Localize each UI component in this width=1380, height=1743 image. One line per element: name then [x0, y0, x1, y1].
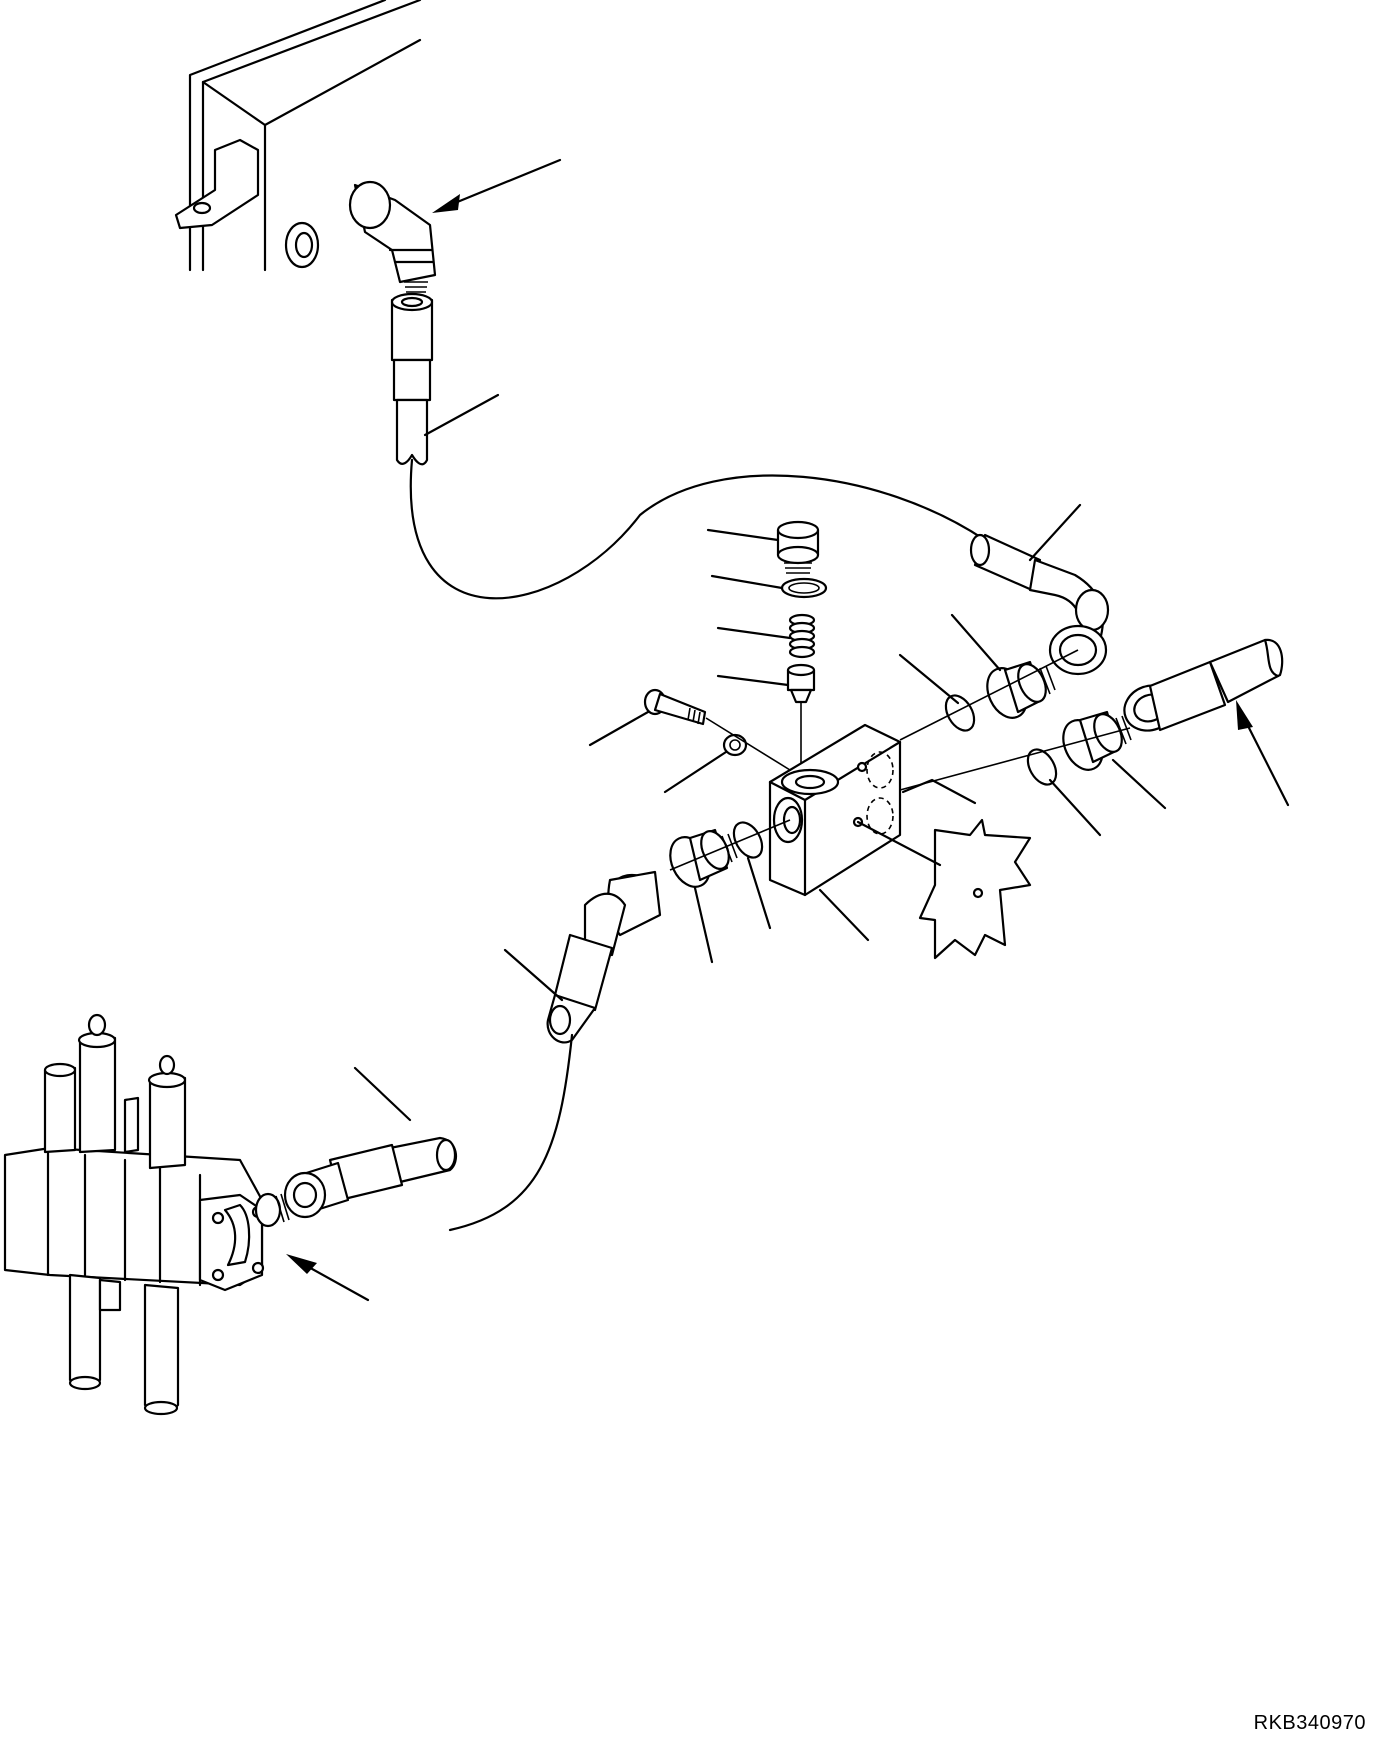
leader-line-spring — [716, 626, 792, 640]
leader-line-washer — [663, 750, 728, 794]
spring — [788, 613, 816, 659]
leader-arrow-tank — [448, 158, 562, 207]
adapter-left — [669, 828, 738, 888]
o-ring-lower-right — [1026, 748, 1058, 786]
leader-line-hose-lower — [353, 1066, 412, 1122]
leader-line-o-ring-top — [710, 574, 784, 590]
arrow-head-right — [1236, 700, 1253, 730]
tank-housing — [174, 0, 422, 272]
adapter-upper-right — [986, 660, 1056, 719]
assembly-axis-lower — [899, 727, 1131, 791]
leader-line-adapter-lr — [1111, 758, 1167, 810]
leader-arrow-valve — [303, 1263, 370, 1302]
mounting-bolt — [643, 688, 707, 726]
leader-line-o-ring-lr — [1048, 778, 1102, 837]
o-ring-left — [732, 821, 764, 859]
hose-elbow-upper-right — [969, 533, 1110, 676]
o-ring-upper-right — [944, 694, 976, 732]
control-valve-assembly — [3, 1013, 290, 1416]
hose-upper-end — [390, 292, 434, 466]
hose-line-lower — [448, 1033, 574, 1232]
assembly-axis-upper — [899, 649, 1079, 741]
hose-line-upper — [409, 458, 987, 600]
leader-arrow-right — [1243, 718, 1290, 807]
leader-line-adapter-ur — [950, 613, 1002, 672]
leader-line-plug — [706, 528, 780, 542]
drawing-reference-code: RKB340970 — [1253, 1712, 1366, 1734]
leader-line-hose-upper — [423, 393, 500, 437]
check-valve — [786, 663, 816, 704]
leader-line-adapter-left — [693, 886, 714, 964]
assembly-axis-left — [669, 819, 791, 871]
washer — [722, 733, 748, 757]
hose-right-end — [1123, 638, 1284, 732]
leader-line-hose-left — [503, 948, 564, 1002]
hose-elbow-left — [546, 870, 662, 1044]
leader-line-o-ring-left — [746, 856, 772, 930]
leader-line-valve — [716, 674, 790, 687]
elbow-fitting-top — [348, 180, 437, 293]
leader-line-detail — [856, 820, 942, 867]
detail-label-shape — [918, 818, 1032, 960]
plug — [776, 520, 820, 574]
arrow-head-valve — [286, 1254, 317, 1274]
leader-line-bolt — [588, 710, 650, 747]
leader-line-block — [818, 888, 870, 942]
leader-line-elbow — [1028, 503, 1082, 562]
hose-lower-end — [283, 1136, 458, 1219]
callout-bracket — [901, 778, 977, 805]
valve-block — [768, 723, 902, 897]
arrow-head-tank — [432, 194, 460, 213]
leader-line-o-ring-ur — [898, 653, 960, 705]
